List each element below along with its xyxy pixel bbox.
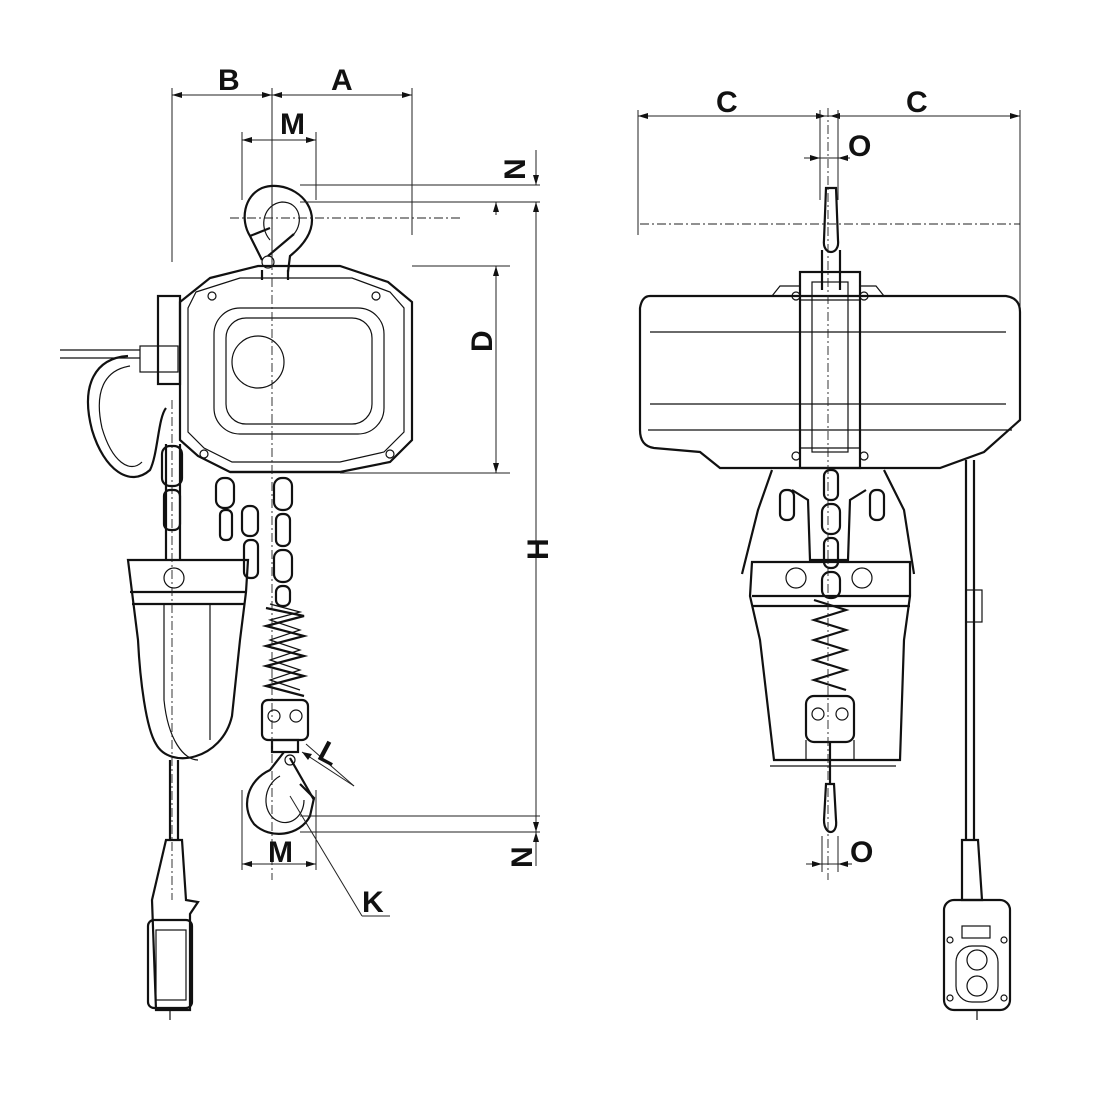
- pendant-switch-front: [942, 460, 1012, 1020]
- label-h: H: [522, 538, 555, 560]
- chain-bucket: [126, 444, 250, 761]
- label-k: K: [362, 886, 384, 919]
- side-view: [60, 88, 540, 1020]
- label-c-left: C: [716, 86, 738, 119]
- spring: [261, 603, 309, 698]
- load-chain: [214, 476, 294, 608]
- label-n-top: N: [499, 158, 532, 180]
- label-l: L: [313, 735, 345, 773]
- label-n-bottom: N: [506, 846, 539, 868]
- top-hook: [243, 184, 314, 280]
- front-view: [637, 108, 1022, 1020]
- label-d: D: [466, 330, 499, 352]
- label-b: B: [218, 64, 240, 97]
- label-m-bottom: M: [268, 836, 293, 869]
- hook-front: [804, 598, 856, 834]
- bottom-hook: [245, 698, 316, 835]
- label-o-top: O: [848, 130, 871, 163]
- dimension-labels: B A M N D H L M N K C C O O: [218, 64, 928, 919]
- label-c-right: C: [906, 86, 928, 119]
- pendant-switch-side: [146, 760, 200, 1020]
- hoist-body-side: [60, 264, 414, 479]
- hoist-body-front: [638, 270, 1022, 470]
- label-a: A: [331, 64, 353, 97]
- label-m-top: M: [280, 108, 305, 141]
- label-o-bottom: O: [850, 836, 873, 869]
